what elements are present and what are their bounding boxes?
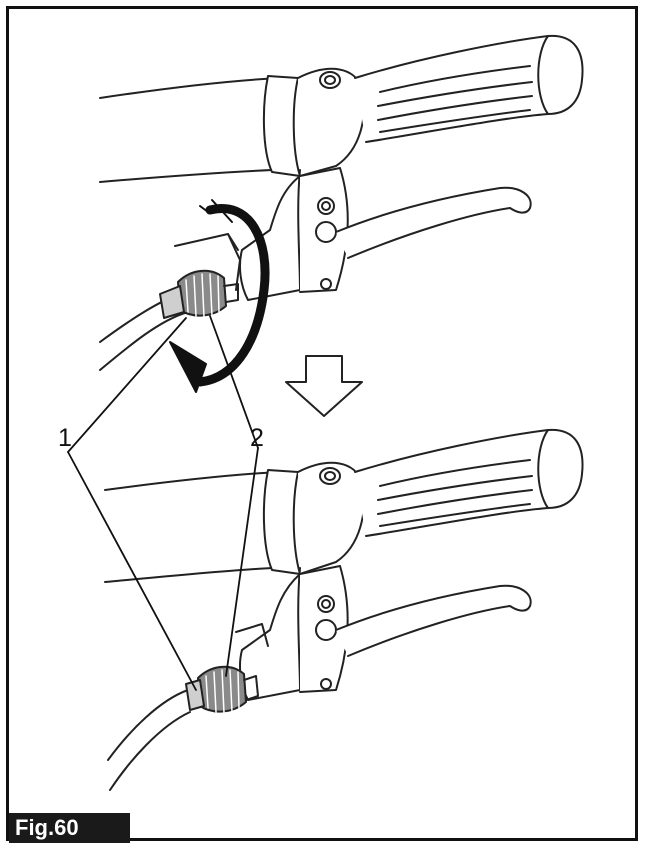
- clamp-bolt-bottom: [319, 467, 341, 485]
- top-lever-assembly: [99, 34, 584, 371]
- lever-housing-top: [239, 169, 301, 301]
- pivot-bolt-bottom-1: [317, 595, 335, 613]
- leader-2-bottom: [225, 447, 259, 677]
- handlebar-top: [99, 77, 281, 99]
- lever-blade-top: [335, 186, 532, 259]
- adjuster-barrel-bottom: [197, 665, 247, 714]
- lever-blade-bottom: [335, 584, 532, 657]
- bottom-lever-assembly: [104, 428, 584, 791]
- cable-housing-bottom: [107, 689, 189, 761]
- handlebar-bottom-lower: [104, 567, 273, 583]
- clamp-bolt-top: [319, 71, 341, 89]
- pivot-bolt-bottom-2: [315, 619, 337, 641]
- lock-nut-top: [159, 285, 185, 319]
- grip-bottom: [354, 428, 584, 537]
- adjuster-barrel-top: [177, 269, 227, 318]
- callout-2-label: 2: [250, 424, 264, 452]
- handlebar-bottom: [104, 471, 281, 491]
- grip-top: [354, 34, 584, 143]
- lock-nut-bottom: [185, 679, 205, 711]
- leader-lines: [67, 315, 259, 691]
- figure-label: Fig.60: [9, 813, 130, 843]
- leader-1-top: [67, 317, 187, 453]
- leader-2-top: [209, 315, 259, 449]
- clamp-bottom: [262, 469, 301, 575]
- lever-housing-bottom: [239, 567, 301, 701]
- down-arrow-icon: [285, 355, 363, 417]
- callout-1-label: 1: [58, 424, 72, 452]
- handlebar-top-lower: [99, 169, 273, 183]
- pivot-bolt-top-1: [317, 197, 335, 215]
- pivot-bolt-top-2: [315, 221, 337, 243]
- leader-1-bottom: [67, 451, 197, 691]
- clamp-top: [262, 75, 301, 177]
